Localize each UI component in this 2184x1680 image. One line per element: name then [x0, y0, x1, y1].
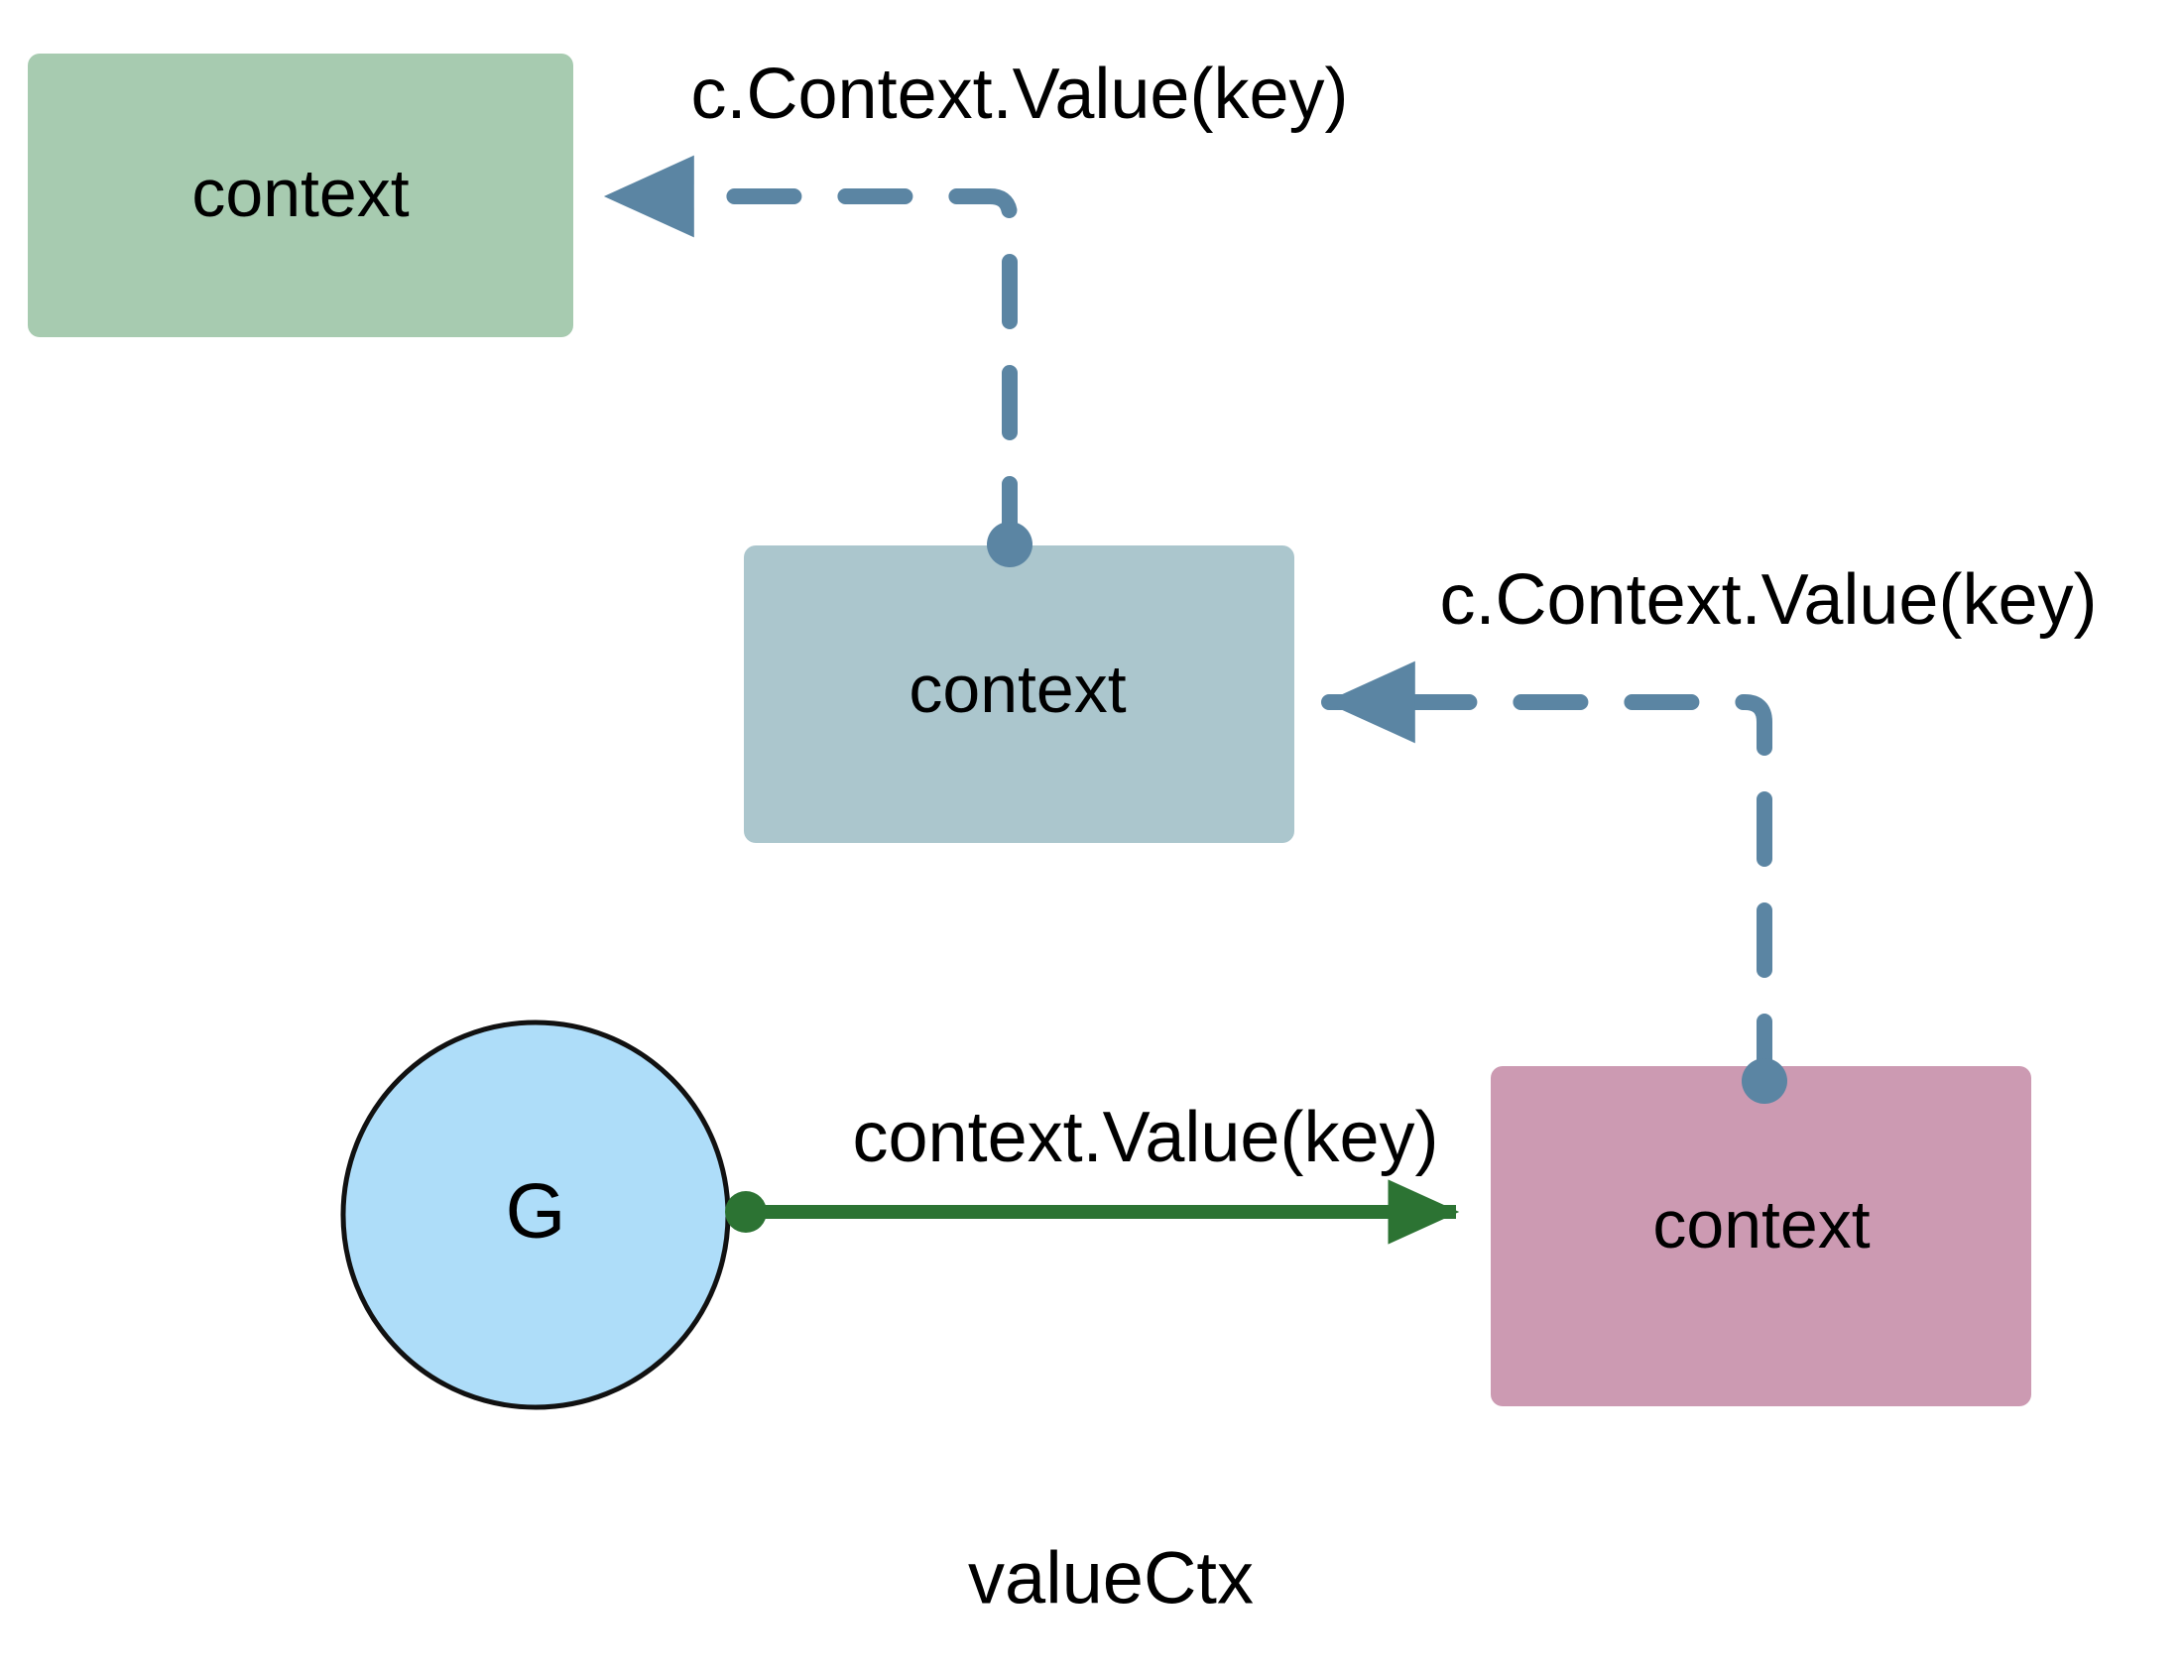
edge-bluegray-to-green[interactable]: c.Context.Value(key): [600, 55, 1349, 567]
node-context-green[interactable]: context: [28, 54, 573, 337]
context-bluegray-label: context: [909, 652, 1126, 727]
edge-bluegray-source-dot: [987, 522, 1032, 567]
context-green-box[interactable]: [28, 54, 573, 337]
context-bluegray-box[interactable]: [744, 545, 1294, 843]
context-green-label: context: [191, 156, 409, 231]
edge-bluegray-to-green-label: c.Context.Value(key): [691, 55, 1349, 134]
node-context-bluegray[interactable]: context: [744, 545, 1294, 843]
context-pink-box[interactable]: [1491, 1066, 2031, 1406]
node-goroutine-g[interactable]: G: [340, 1020, 731, 1410]
edge-pink-to-bluegray-path: [1321, 660, 1772, 1089]
goroutine-label: G: [506, 1167, 566, 1255]
edge-bluegray-to-green-path: [600, 155, 1018, 551]
context-pink-label: context: [1652, 1187, 1870, 1262]
edge-g-to-pink[interactable]: context.Value(key): [725, 1098, 1460, 1245]
edge-g-to-pink-label: context.Value(key): [853, 1098, 1439, 1177]
diagram-caption: valueCtx: [968, 1537, 1254, 1620]
node-context-pink[interactable]: context: [1491, 1066, 2031, 1406]
edge-pink-to-bluegray-label: c.Context.Value(key): [1440, 560, 2098, 640]
edge-pink-to-bluegray[interactable]: c.Context.Value(key): [1321, 560, 2098, 1104]
edge-g-source-dot: [725, 1191, 767, 1233]
edge-pink-source-dot: [1742, 1058, 1787, 1104]
